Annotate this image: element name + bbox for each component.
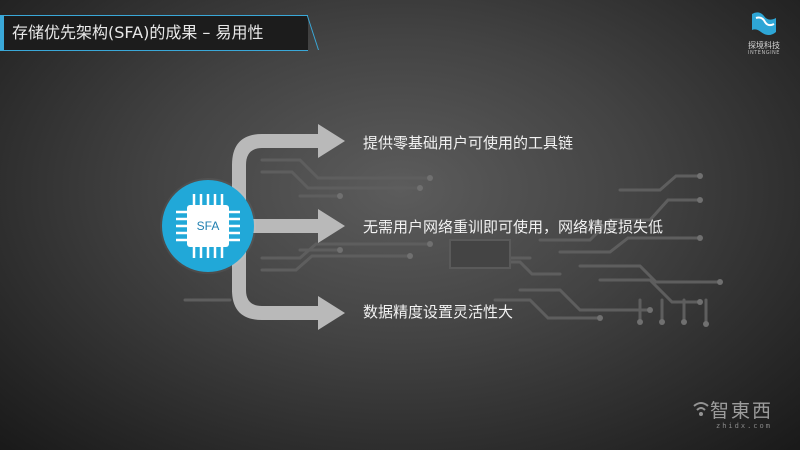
feature-item-toolchain: 提供零基础用户可使用的工具链 [363, 134, 574, 152]
circuit-traces [183, 158, 722, 324]
feature-item-precision: 数据精度设置灵活性大 [363, 303, 514, 321]
circuit-dots [337, 173, 723, 327]
arrow-top [232, 124, 345, 165]
logo-name-cn: 探境科技 [748, 41, 780, 50]
sfa-chip-circle: SFA [162, 180, 254, 272]
logo-name-en: INTENGINE [748, 50, 780, 56]
watermark-url: zhidx.com [716, 422, 772, 430]
arrow-bottom [232, 290, 345, 330]
chip-label: SFA [196, 219, 220, 233]
watermark: 智東西 zhidx.com [692, 396, 792, 436]
watermark-brand: 智東西 [710, 400, 774, 422]
wifi-signal-icon [693, 402, 709, 416]
chip-icon [176, 194, 240, 258]
arrow-middle [246, 209, 345, 243]
chip-body: SFA [187, 205, 229, 247]
company-logo: 探境科技 INTENGINE [734, 10, 794, 56]
wave-logo-icon [752, 12, 776, 35]
slide-title: 存储优先架构(SFA)的成果 – 易用性 [12, 23, 264, 42]
feature-item-no-retrain: 无需用户网络重训即可使用，网络精度损失低 [363, 218, 664, 236]
title-bar: 存储优先架构(SFA)的成果 – 易用性 [0, 15, 308, 51]
circuit-chip-block [449, 239, 511, 269]
